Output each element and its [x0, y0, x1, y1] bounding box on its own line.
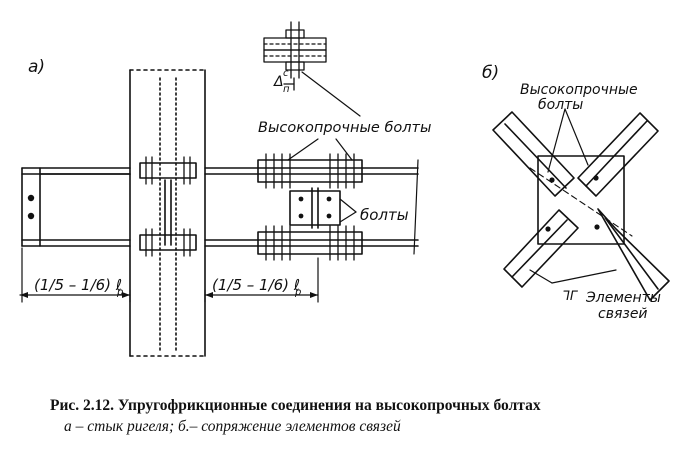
elements-symbol: ᒣᒥ	[562, 289, 579, 304]
hs-bolts-label-a: Высокопрочные болты	[258, 120, 431, 136]
delta-superscript: с	[283, 68, 289, 79]
beam-right	[204, 159, 419, 255]
delta-subscript: п	[283, 84, 290, 95]
web-bolt-holes	[298, 196, 332, 219]
dimension-label-left-sub: р	[116, 287, 123, 298]
brace-bolt-holes	[545, 175, 600, 232]
bolt-detail	[263, 21, 327, 91]
hs-bolts-label-b-line2: болты	[538, 97, 583, 113]
leader-lines	[287, 71, 361, 223]
figure-caption-subtitle: а – стык ригеля; б.– сопряжение элементо…	[64, 418, 401, 435]
delta-symbol: Δ	[273, 74, 284, 90]
figure-caption-title: Рис. 2.12. Упругофрикционные соединения …	[50, 397, 541, 414]
beam-end-holes	[27, 194, 35, 220]
hs-bolts-label-b-line1: Высокопрочные	[520, 82, 638, 98]
panel-a-label: а)	[28, 57, 45, 77]
dimension-lines	[19, 247, 319, 303]
bolts-label: болты	[360, 206, 409, 224]
leader-lines-b	[529, 108, 617, 284]
splice-plates	[139, 159, 363, 255]
web-splice-plate	[289, 187, 341, 229]
elements-label-line2: связей	[598, 306, 648, 322]
beam-left	[21, 167, 131, 247]
dimension-label-right-sub: р	[294, 287, 301, 298]
panel-b-label: б)	[482, 63, 499, 83]
column	[129, 69, 206, 357]
elements-label-line1: Элементы	[585, 290, 661, 306]
gusset-plate	[537, 155, 625, 245]
arrowheads	[20, 292, 318, 298]
brace-members	[492, 111, 670, 301]
dimension-label-left: (1/5 – 1/6) ℓ	[34, 276, 122, 294]
dimension-label-right: (1/5 – 1/6) ℓ	[212, 276, 300, 294]
hs-bolt-group	[145, 153, 355, 261]
